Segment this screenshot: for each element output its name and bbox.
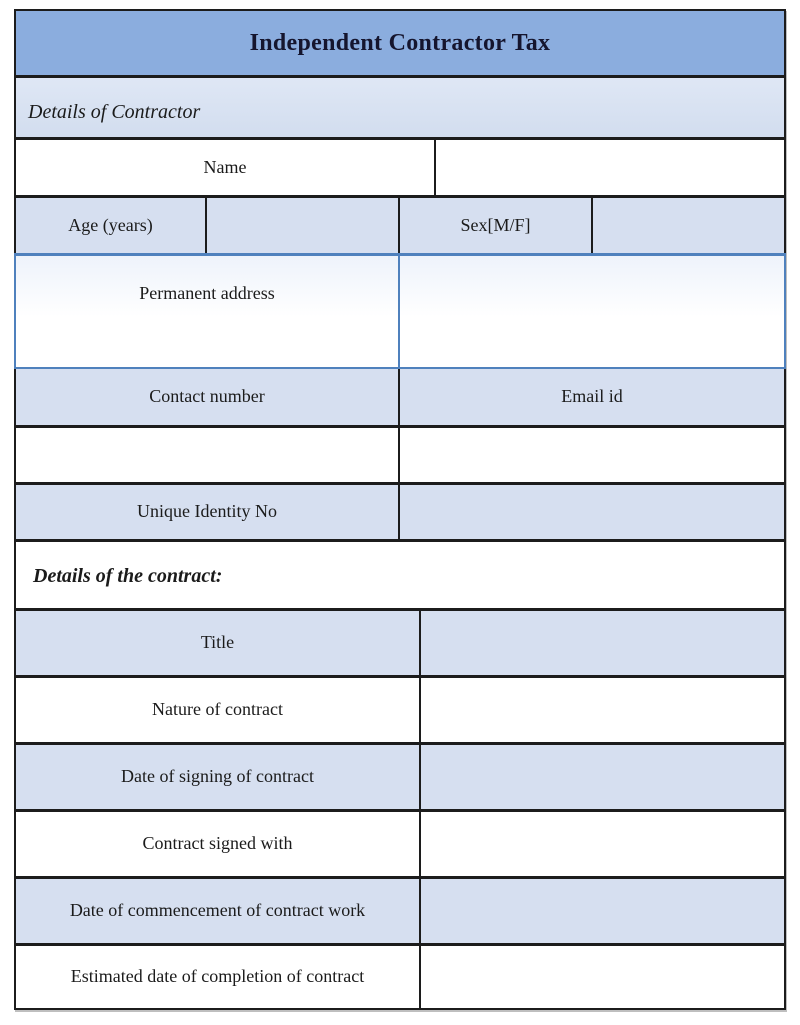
date-of-commencement-input-cell[interactable]: [421, 879, 784, 943]
unique-identity-label: Unique Identity No: [16, 485, 400, 539]
contractor-section-header-row: Details of Contractor: [14, 78, 786, 140]
contractor-section-heading: Details of Contractor: [28, 100, 201, 123]
contract-section-header-row: Details of the contract:: [14, 542, 786, 611]
contact-email-input-row: [14, 428, 786, 485]
age-input-cell[interactable]: [207, 198, 400, 253]
date-of-signing-label: Date of signing of contract: [16, 745, 421, 809]
contract-signed-with-row: Contract signed with: [14, 812, 786, 879]
contract-title-row: Title: [14, 611, 786, 678]
name-input-cell[interactable]: [436, 140, 784, 195]
date-of-commencement-row: Date of commencement of contract work: [14, 879, 786, 946]
permanent-address-label: Permanent address: [16, 256, 400, 367]
nature-of-contract-label: Nature of contract: [16, 678, 421, 742]
name-row: Name: [14, 140, 786, 198]
date-of-signing-row: Date of signing of contract: [14, 745, 786, 812]
sex-input-cell[interactable]: [593, 198, 784, 253]
sex-label: Sex[M/F]: [400, 198, 593, 253]
age-label: Age (years): [16, 198, 207, 253]
independent-contractor-tax-form: Independent Contractor Tax Details of Co…: [14, 9, 786, 1010]
contract-title-input-cell[interactable]: [421, 611, 784, 675]
contract-signed-with-label: Contract signed with: [16, 812, 421, 876]
date-of-commencement-label: Date of commencement of contract work: [16, 879, 421, 943]
nature-of-contract-input-cell[interactable]: [421, 678, 784, 742]
contract-section-heading: Details of the contract:: [33, 565, 223, 587]
estimated-completion-label: Estimated date of completion of contract: [16, 946, 421, 1008]
email-id-input-cell[interactable]: [400, 428, 784, 482]
email-id-label: Email id: [400, 369, 784, 425]
date-of-signing-input-cell[interactable]: [421, 745, 784, 809]
contact-number-input-cell[interactable]: [16, 428, 400, 482]
contact-number-label: Contact number: [16, 369, 400, 425]
contract-title-label: Title: [16, 611, 421, 675]
contact-email-label-row: Contact number Email id: [14, 369, 786, 428]
permanent-address-input-cell[interactable]: [400, 256, 784, 367]
permanent-address-row: Permanent address: [14, 253, 786, 369]
unique-identity-row: Unique Identity No: [14, 485, 786, 542]
unique-identity-input-cell[interactable]: [400, 485, 784, 539]
contract-signed-with-input-cell[interactable]: [421, 812, 784, 876]
estimated-completion-input-cell[interactable]: [421, 946, 784, 1008]
nature-of-contract-row: Nature of contract: [14, 678, 786, 745]
form-header-row: Independent Contractor Tax: [14, 11, 786, 78]
name-label: Name: [16, 140, 436, 195]
form-title: Independent Contractor Tax: [249, 29, 551, 56]
age-sex-row: Age (years) Sex[M/F]: [14, 198, 786, 253]
estimated-completion-row: Estimated date of completion of contract: [14, 946, 786, 1010]
